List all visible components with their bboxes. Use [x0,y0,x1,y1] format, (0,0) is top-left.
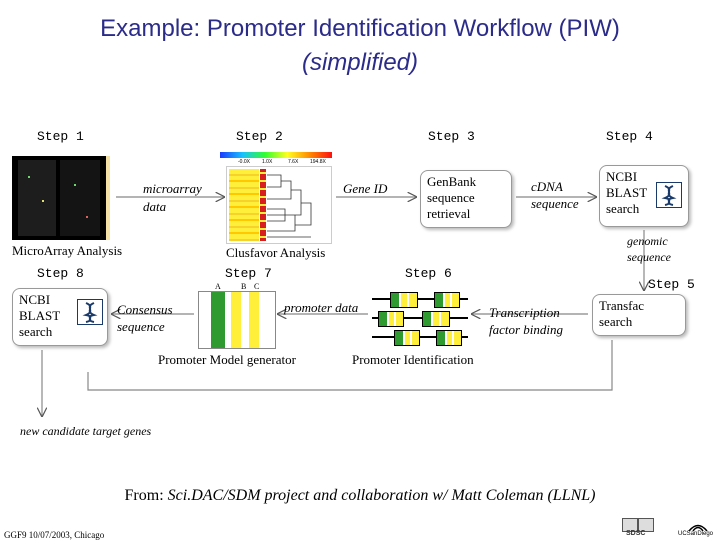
genbank-line-2: sequence [427,190,475,205]
clusfavor-image [226,166,332,244]
genbank-line-3: retrieval [427,206,471,221]
heatmap-color-scale [220,152,332,158]
step-3-label: Step 3 [428,129,475,144]
promoter-model-image [198,291,276,349]
sdsc-logo: SDSC [622,518,654,538]
ucsd-logo: UCSanDiego [678,520,718,538]
step-6-label: Step 6 [405,266,452,281]
promoter-identification-image [372,290,468,346]
step-5-label: Step 5 [648,277,695,292]
microarray-image [12,156,106,240]
step-1-label: Step 1 [37,129,84,144]
step-7-label: Step 7 [225,266,272,281]
edge-label-genomic-sequence: sequence [627,250,671,264]
step-4-label: Step 4 [606,129,653,144]
genbank-node: GenBank sequence retrieval [420,170,512,228]
edge-label-factor-binding: factor binding [489,322,564,337]
transfac-line-1: Transfac [599,298,645,313]
heatmap-scale-tick-4: 194.8X [310,159,326,165]
edge-label-gene-id: Gene ID [343,181,388,196]
footer-left: GGF9 10/07/2003, Chicago [4,530,105,540]
step-8-label: Step 8 [37,266,84,281]
column-label-c: C [254,282,260,291]
heatmap-scale-tick-2: 1.0X [262,159,273,165]
source-line: From: Sci.DAC/SDM project and collaborat… [0,487,720,505]
heatmap-scale-tick-3: 7.6X [288,159,299,165]
edge-label-cdna-sequence: sequence [531,196,579,211]
microarray-analysis-caption: MicroArray Analysis [12,243,123,258]
edge-label-consensus: Consensus [117,302,173,317]
ncbi-top-line-3: search [606,201,640,216]
title-line1: Example: Promoter Identification Workflo… [100,15,620,42]
edge-feedback-loop [87,340,613,391]
step-2-label: Step 2 [236,129,283,144]
dna-helix-icon [656,182,682,208]
sdsc-logo-text: SDSC [626,530,646,537]
edge-label-microarray: microarray [143,181,202,196]
ncbi-top-line-1: NCBI [606,169,638,184]
transfac-line-2: search [599,314,633,329]
heatmap-scale-tick-1: -0.0X [238,159,250,165]
clusfavor-analysis-caption: Clusfavor Analysis [226,245,326,260]
source-prefix: From: [124,487,164,504]
ncbi-blast-top-node: NCBI BLAST search [599,165,689,227]
edge-label-promoter-data: promoter data [284,300,359,315]
edge-label-data: data [143,199,167,214]
title-line2: (simplified) [301,49,418,76]
column-label-b: B [241,282,247,291]
genbank-line-1: GenBank [427,174,477,189]
edge-label-cdna: cDNA [531,179,563,194]
ncbi-bottom-line-2: BLAST [19,308,61,323]
ncbi-bottom-line-3: search [19,324,53,339]
edge-label-new-candidates: new candidate target genes [20,424,152,438]
promoter-model-generator-caption: Promoter Model generator [158,352,296,367]
edge-label-transcription: Transcription [489,305,560,320]
column-label-a: A [215,282,221,291]
ncbi-top-line-2: BLAST [606,185,648,200]
microarray-edge-strip [106,156,110,240]
source-text: Sci.DAC/SDM project and collaboration w/… [167,487,596,504]
dna-helix-icon [77,299,103,325]
transfac-node: Transfac search [592,294,686,336]
ncbi-blast-bottom-node: NCBI BLAST search [12,288,108,346]
ncbi-bottom-line-1: NCBI [19,292,51,307]
edge-label-genomic: genomic [627,234,668,248]
ucsd-logo-text: UCSanDiego [678,531,714,537]
promoter-identification-caption: Promoter Identification [352,352,474,367]
edge-label-consensus-sequence: sequence [117,319,165,334]
